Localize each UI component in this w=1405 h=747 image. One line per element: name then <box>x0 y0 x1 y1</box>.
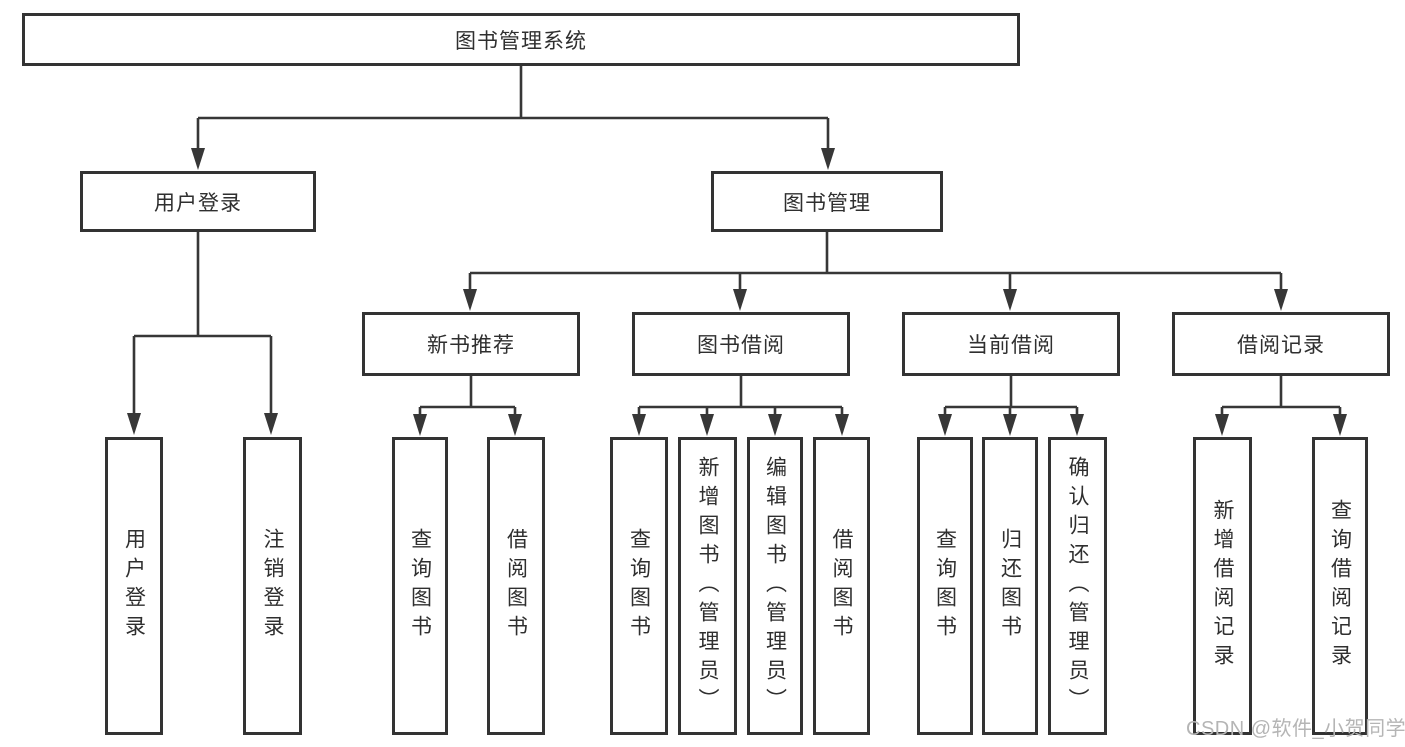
leaf-search-books-borrow: 查询图书 <box>610 437 668 735</box>
arrow-down-icon <box>508 414 522 436</box>
leaf-borrow-books: 借阅图书 <box>813 437 870 735</box>
arrow-down-icon <box>463 289 477 311</box>
arrow-down-icon <box>1070 414 1084 436</box>
arrow-down-icon <box>821 148 835 170</box>
connector-root-to-level2 <box>191 66 835 170</box>
leaf-user-login: 用户登录 <box>105 437 163 735</box>
arrow-down-icon <box>127 413 141 435</box>
leaf-edit-books-admin: 编辑图书（管理员） <box>747 437 803 735</box>
arrow-down-icon <box>1333 414 1347 436</box>
connector-current-borrow-children <box>938 376 1084 436</box>
arrow-down-icon <box>1215 414 1229 436</box>
arrow-down-icon <box>700 414 714 436</box>
connector-book-management-children <box>463 232 1288 311</box>
leaf-borrow-books-recommend: 借阅图书 <box>487 437 545 735</box>
node-book-management: 图书管理 <box>711 171 943 232</box>
leaf-add-books-admin: 新增图书（管理员） <box>678 437 737 735</box>
arrow-down-icon <box>632 414 646 436</box>
connector-book-borrow-children <box>632 376 849 436</box>
leaf-return-books: 归还图书 <box>982 437 1038 735</box>
node-user-login: 用户登录 <box>80 171 316 232</box>
csdn-watermark: CSDN @软件_小贺同学 <box>1186 718 1405 740</box>
node-current-borrowing: 当前借阅 <box>902 312 1120 376</box>
leaf-logout: 注销登录 <box>243 437 302 735</box>
arrow-down-icon <box>264 413 278 435</box>
arrow-down-icon <box>1003 289 1017 311</box>
node-borrowing-records: 借阅记录 <box>1172 312 1390 376</box>
node-new-book-recommendation: 新书推荐 <box>362 312 580 376</box>
leaf-add-borrow-record: 新增借阅记录 <box>1193 437 1252 735</box>
arrow-down-icon <box>768 414 782 436</box>
arrow-down-icon <box>413 414 427 436</box>
arrow-down-icon <box>835 414 849 436</box>
connector-user-login-children <box>127 232 278 435</box>
arrow-down-icon <box>733 289 747 311</box>
node-book-borrowing: 图书借阅 <box>632 312 850 376</box>
connector-borrow-records-children <box>1215 376 1347 436</box>
leaf-search-books-recommend: 查询图书 <box>392 437 448 735</box>
arrow-down-icon <box>938 414 952 436</box>
leaf-confirm-return-admin: 确认归还（管理员） <box>1048 437 1107 735</box>
arrow-down-icon <box>1003 414 1017 436</box>
arrow-down-icon <box>1274 289 1288 311</box>
arrow-down-icon <box>191 148 205 170</box>
node-library-system: 图书管理系统 <box>22 13 1020 66</box>
connector-new-book-children <box>413 376 522 436</box>
leaf-search-books-current: 查询图书 <box>917 437 973 735</box>
leaf-search-borrow-record: 查询借阅记录 <box>1312 437 1368 735</box>
